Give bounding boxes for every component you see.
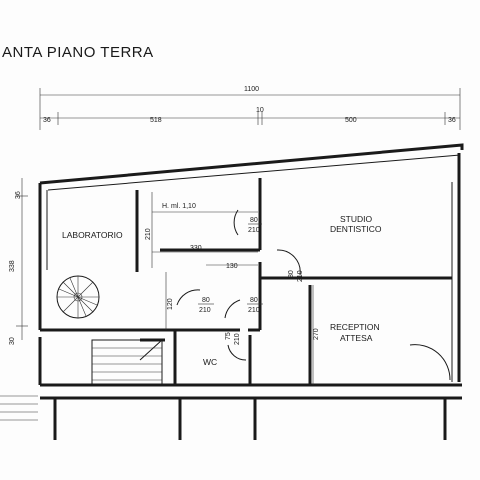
doors — [176, 209, 451, 381]
door1-width: 80 — [250, 217, 258, 224]
lower-section — [0, 395, 462, 440]
left-dimension-lines — [16, 178, 28, 340]
room-studio-line2: DENTISTICO — [330, 224, 382, 234]
room-wc: WC — [203, 357, 217, 367]
door2-width: 80 — [288, 270, 295, 278]
straight-stairs — [91, 339, 163, 386]
door-reception-swing — [409, 344, 451, 381]
door-corridor-left-swing — [176, 289, 201, 306]
room-laboratorio: LABORATORIO — [62, 230, 123, 240]
door-studio-swing — [276, 249, 301, 276]
spiral-step-6 — [58, 288, 98, 306]
dim-36-left: 36 — [43, 117, 51, 124]
door4-width: 80 — [250, 297, 258, 304]
dim-36-right: 36 — [448, 117, 456, 124]
dim-338: 338 — [9, 260, 16, 272]
door-corridor-right-swing — [224, 299, 241, 319]
top-dimension-lines — [39, 88, 461, 130]
dim-210-lab: 210 — [145, 228, 152, 240]
dim-518: 518 — [150, 117, 162, 124]
door3-height: 210 — [199, 307, 211, 314]
dim-270: 270 — [313, 328, 320, 340]
door3-width: 80 — [202, 297, 210, 304]
dim-10: 10 — [256, 107, 264, 114]
dim-30-vertical: 30 — [9, 337, 16, 345]
stair-break-line — [139, 339, 163, 361]
door1-height: 210 — [248, 227, 260, 234]
interior-dimension-lines — [151, 192, 314, 385]
spiral-staircase — [56, 275, 100, 319]
door2-height: 210 — [297, 270, 304, 282]
top-slanted-wall — [39, 143, 464, 185]
plan-title: ANTA PIANO TERRA — [2, 44, 154, 61]
door5-width: 75 — [225, 332, 232, 340]
room-reception-line2: ATTESA — [340, 333, 373, 343]
door-lab-studio-swing — [233, 209, 239, 236]
dim-36-vertical: 36 — [15, 191, 22, 199]
dim-130: 130 — [226, 263, 238, 270]
door5-height: 210 — [234, 333, 241, 345]
interior-walls — [40, 178, 452, 385]
room-reception-line1: RECEPTION — [330, 322, 380, 332]
height-note: H. ml. 1,10 — [162, 203, 196, 210]
dim-500: 500 — [345, 117, 357, 124]
dim-total-width: 1100 — [244, 86, 259, 93]
room-studio-line1: STUDIO — [340, 214, 373, 224]
stair-outline — [91, 339, 163, 386]
dim-120: 120 — [167, 298, 174, 310]
dim-330: 330 — [190, 245, 202, 252]
door4-height: 210 — [248, 307, 260, 314]
door-wc-swing — [227, 344, 247, 361]
top-slanted-wall-inner — [47, 154, 461, 191]
